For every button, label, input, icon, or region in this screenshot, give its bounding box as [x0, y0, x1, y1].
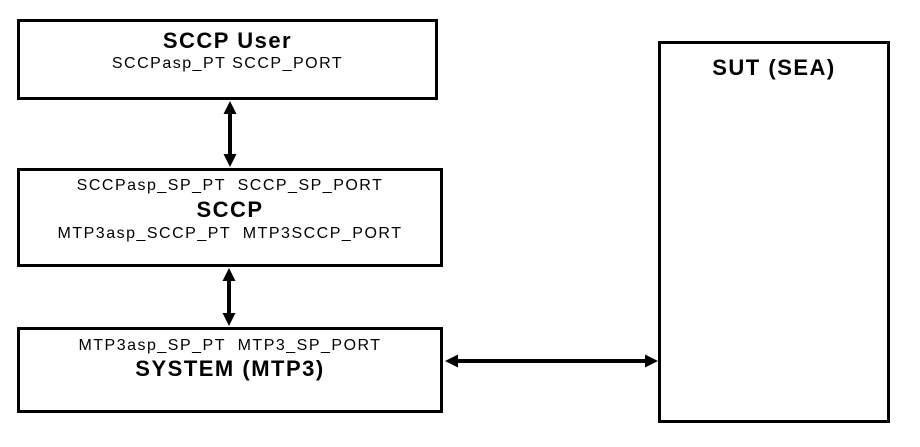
box-system-mtp3: MTP3asp_SP_PT MTP3_SP_PORT SYSTEM (MTP3) — [17, 327, 443, 413]
box-sccp-user: SCCP User SCCPasp_PT SCCP_PORT — [17, 19, 438, 100]
sccp-user-title: SCCP User — [162, 28, 293, 53]
box-sccp: SCCPasp_SP_PT SCCP_SP_PORT SCCP MTP3asp_… — [17, 168, 443, 267]
system-mtp3-title: SYSTEM (MTP3) — [135, 356, 325, 381]
sccp-upper-ports: SCCPasp_SP_PT SCCP_SP_PORT — [76, 177, 384, 194]
system-mtp3-ports: MTP3asp_SP_PT MTP3_SP_PORT — [78, 337, 382, 354]
sccp-lower-ports: MTP3asp_SCCP_PT MTP3SCCP_PORT — [57, 225, 403, 242]
sut-sea-title: SUT (SEA) — [712, 55, 836, 80]
arrow-sccp-user-to-sccp — [223, 101, 237, 167]
sccp-title: SCCP — [196, 197, 264, 222]
box-sut-sea: SUT (SEA) — [658, 41, 890, 423]
arrow-sccp-to-system-mtp3 — [222, 268, 236, 326]
sccp-user-ports: SCCPasp_PT SCCP_PORT — [111, 55, 344, 72]
arrow-system-mtp3-to-sut — [445, 354, 658, 368]
